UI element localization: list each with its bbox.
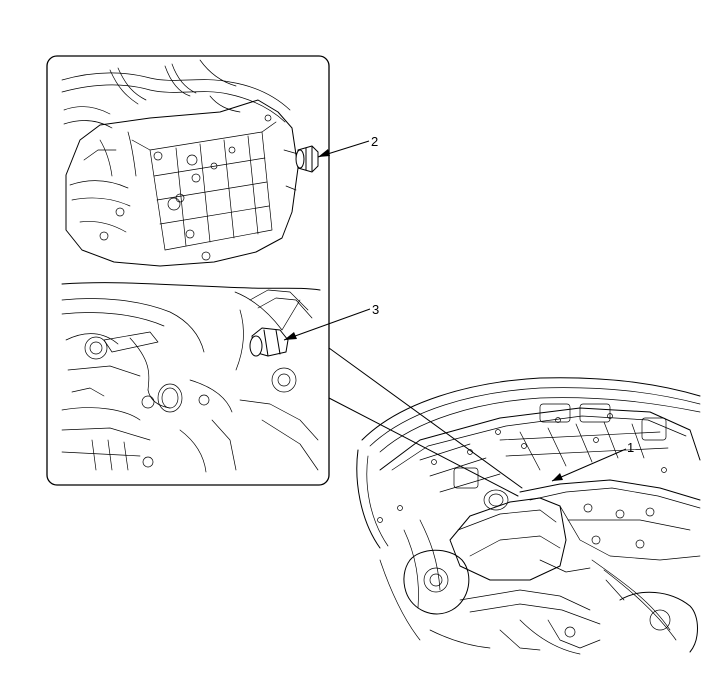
detail-inset [46, 55, 371, 486]
arrowhead-1 [552, 473, 563, 481]
callout-label-1: 1 [627, 440, 634, 455]
drain-plug [295, 145, 319, 173]
arrowhead-3 [284, 332, 297, 340]
inset-frame [46, 55, 330, 486]
vehicle-underbody-drawing [356, 377, 701, 655]
zoom-leader-lines [328, 347, 523, 497]
callout-arrow-3 [283, 308, 371, 341]
transmission-case-drawing [61, 59, 299, 267]
callout-label-2: 2 [371, 134, 378, 149]
callout-label-3: 3 [372, 302, 379, 317]
arrowhead-2 [318, 149, 330, 157]
fill-plug-area-drawing [61, 289, 319, 473]
callout-arrow-1 [551, 448, 627, 482]
fill-plug [249, 327, 289, 357]
